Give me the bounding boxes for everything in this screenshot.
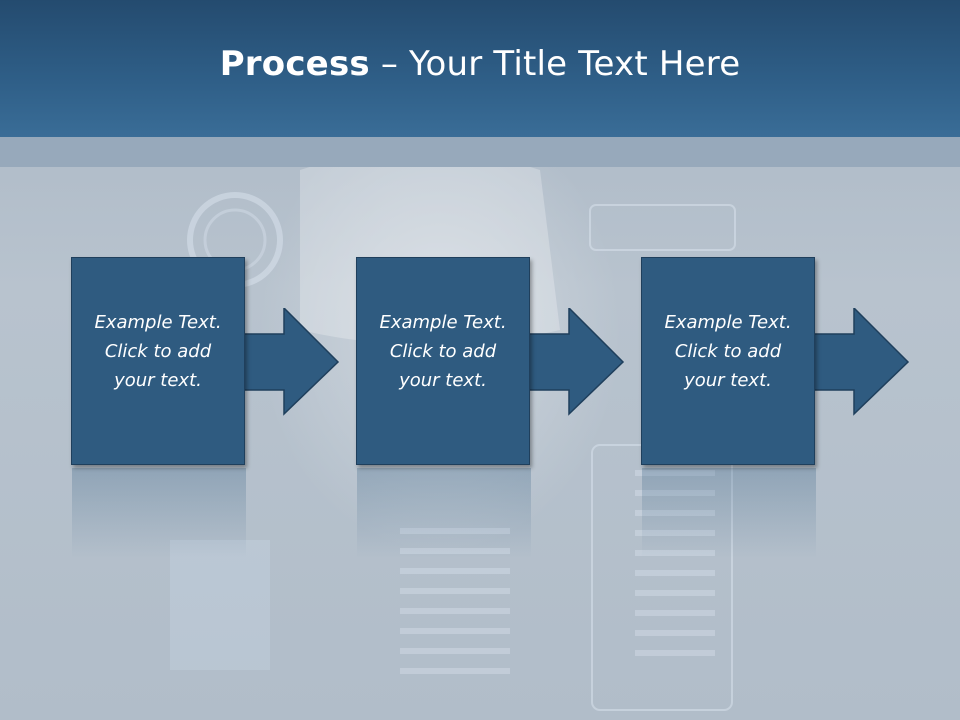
step-2-box[interactable]: Example Text. Click to add your text. (356, 257, 530, 465)
step-1-text[interactable]: Example Text. Click to add your text. (94, 311, 222, 391)
step-2-text[interactable]: Example Text. Click to add your text. (379, 311, 507, 391)
slide-title[interactable]: Process – Your Title Text Here (220, 44, 741, 84)
step-3-box[interactable]: Example Text. Click to add your text. (641, 257, 815, 465)
title-rest: – Your Title Text Here (369, 43, 741, 84)
step-1-arrow-icon (244, 308, 340, 416)
step-2-reflection (357, 468, 531, 558)
header-band (0, 137, 960, 167)
step-1-box[interactable]: Example Text. Click to add your text. (71, 257, 245, 465)
step-3-text[interactable]: Example Text. Click to add your text. (664, 311, 792, 391)
step-3-arrow-icon (814, 308, 910, 416)
title-bold: Process (219, 43, 370, 84)
step-3-reflection (642, 468, 816, 558)
step-1-reflection (72, 468, 246, 558)
title-header: Process – Your Title Text Here (0, 0, 960, 137)
step-2-arrow-icon (529, 308, 625, 416)
